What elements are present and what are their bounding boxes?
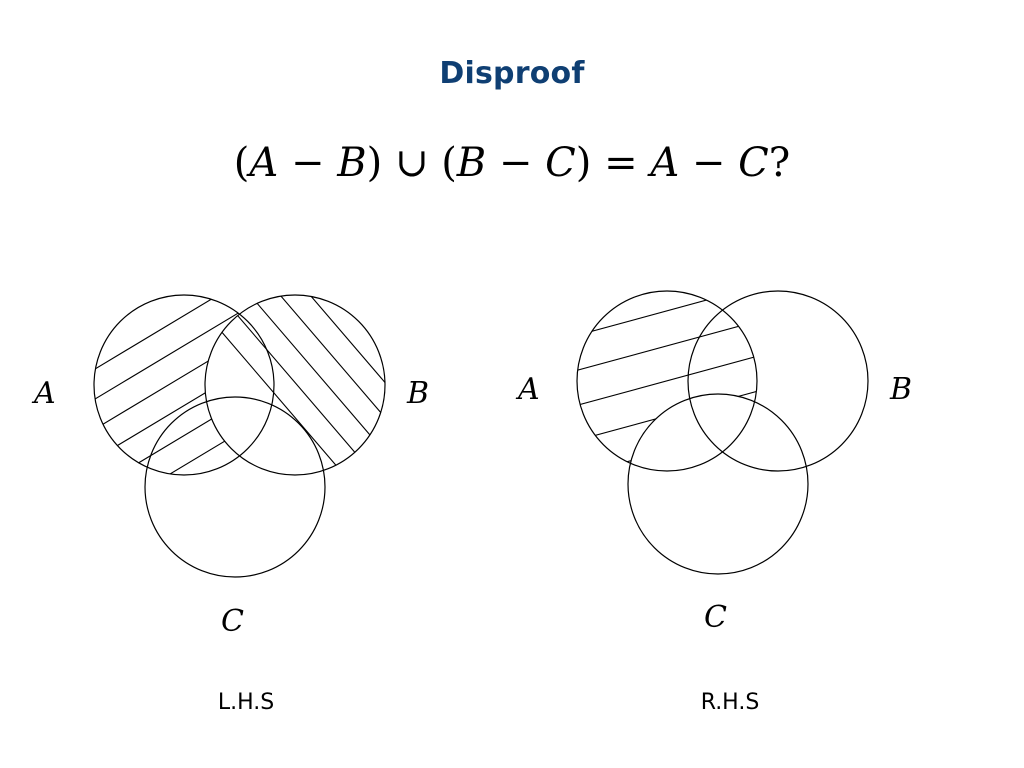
lhs-b-minus-c-hatching <box>205 295 385 471</box>
lhs-a-minus-b-hatching <box>94 295 261 475</box>
set-equation: (A − B) ∪ (B − C) = A − C? <box>0 143 1024 183</box>
lhs-circle-b <box>204 294 386 476</box>
lhs-label-b: B <box>407 376 430 411</box>
paren-open: ( <box>441 140 457 186</box>
rhs-label-c: C <box>704 600 727 635</box>
rhs-label-b: B <box>890 372 913 407</box>
lhs-circle-a <box>93 294 275 476</box>
page-title: Disproof <box>439 56 585 91</box>
set-c-symbol: C <box>738 140 769 186</box>
paren-close: ) <box>575 140 592 186</box>
paren-open: ( <box>233 140 250 186</box>
set-b-symbol: B <box>337 140 367 186</box>
rhs-label-a: A <box>518 372 540 407</box>
question-mark: ? <box>768 140 791 186</box>
paren-close: ) <box>366 140 383 186</box>
equals-symbol: = <box>591 140 651 186</box>
minus-symbol: − <box>278 140 338 186</box>
rhs-a-minus-c-hatching <box>577 291 757 471</box>
union-symbol: ∪ <box>382 140 442 186</box>
lhs-caption: L.H.S <box>217 690 275 715</box>
rhs-caption: R.H.S <box>700 690 760 715</box>
set-c-symbol: C <box>545 140 576 186</box>
rhs-circle-c <box>627 393 809 575</box>
set-a-symbol: A <box>249 140 279 186</box>
rhs-circle-a <box>576 290 758 472</box>
lhs-circle-c <box>144 396 326 578</box>
rhs-circle-b <box>687 290 869 472</box>
minus-symbol: − <box>486 140 546 186</box>
lhs-label-c: C <box>221 604 244 639</box>
set-b-symbol: B <box>456 140 487 186</box>
lhs-label-a: A <box>34 376 56 411</box>
set-a-symbol: A <box>650 140 680 186</box>
minus-symbol: − <box>679 140 739 186</box>
